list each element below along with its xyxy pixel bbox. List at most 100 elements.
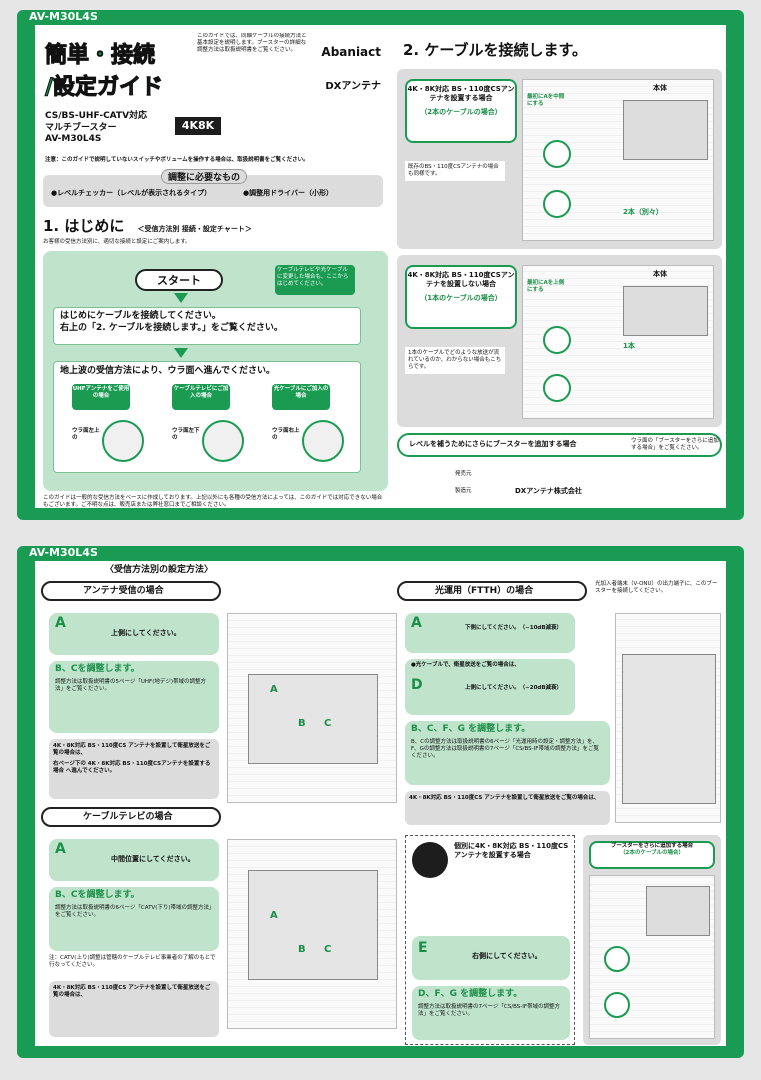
product-name-block: CS/BS-UHF-CATV対応 マルチブースター AV-M30L4S: [45, 111, 245, 161]
catv-switch-diagram: A B C: [227, 839, 397, 1029]
option-catv: ケーブルテレビにご加入の場合: [172, 384, 230, 410]
model-tag: AV-M30L4S: [29, 546, 98, 559]
model-tag: AV-M30L4S: [29, 10, 98, 23]
letter-d: D: [411, 677, 423, 693]
catv-step-a: A 中間位置にしてください。: [49, 839, 219, 881]
letter-a: A: [55, 615, 66, 631]
flowchart-panel: スタート ケーブルテレビや光ケーブルに変更した場合も、ここからはじめてください。…: [43, 251, 388, 491]
ftth-bcfg-title: B、C、F、G を調整します。: [411, 724, 531, 734]
diagram-letter-c: C: [324, 944, 332, 955]
first-a-middle-note: 最初にAを中間にする: [527, 94, 565, 108]
antenna-bc-title: B、Cを調整します。: [55, 664, 140, 674]
guide-back-page: AV-M30L4S 〈受信方法別の設定方法〉 アンテナ受信の場合 A 上側にして…: [17, 546, 744, 1058]
product-line-1: CS/BS-UHF-CATV対応: [45, 111, 148, 121]
brand-block: Abaniact DXアンテナ: [307, 45, 381, 95]
ftth-a-text: 下側にしてください。（−10dB減衰）: [465, 625, 563, 631]
start-label: スタート: [135, 269, 223, 291]
antenna-step-a: A 上側にしてください。: [49, 613, 219, 655]
required-tools-panel: 調整に必要なもの ●レベルチェッカー（レベルが表示されるタイプ） ●調整用ドライ…: [43, 169, 383, 207]
separate-dfg-note: 調整方法は取扱説明書の7ページ「CS/BS-IF帯域の調整方法」をご覧ください。: [418, 1003, 561, 1017]
first-a-upper-note: 最初にAを上側にする: [527, 280, 565, 294]
antenna-bc-note: 調整方法は取扱説明書の5ページ「UHF(地デジ)帯域の調整方法」をご覧ください。: [55, 678, 207, 692]
product-line-2: マルチブースター: [45, 122, 117, 133]
diagram-letter-a: A: [270, 910, 278, 921]
separate-e-text: 右側にしてください。: [472, 952, 542, 960]
ftth-step-a: A 下側にしてください。（−10dB減衰）: [405, 613, 575, 653]
down-arrow-icon: [174, 293, 188, 303]
back-title: 〈受信方法別の設定方法〉: [105, 565, 214, 575]
step-1-subtext: 右上の「2. ケーブルを接続します。」をご覧ください。: [60, 322, 283, 333]
fiber-icon: [302, 420, 344, 462]
required-tool-2: ●調整用ドライバー（小形）: [243, 189, 333, 197]
diagram-letter-a: A: [270, 684, 278, 695]
booster-unit-image: [248, 674, 378, 764]
main-unit-label: 本体: [653, 84, 667, 92]
antenna-icon: [102, 420, 144, 462]
case-two-cable: 4K・8K対応 BS・110度CSアンテナを設置する場合 （2本のケーブルの場合…: [397, 69, 722, 249]
antenna-section-title: アンテナ受信の場合: [83, 586, 164, 596]
disclaimer: このガイドは一般的な受信方法をベースに作成しております。上記以外にも各種の受信方…: [43, 495, 383, 509]
add-booster-diagram: [589, 875, 715, 1039]
case-one-cable: 4K・8K対応 BS・110度CSアンテナを設置しない場合 （1本のケーブルの場…: [397, 255, 722, 427]
ftth-step-d: ●光ケーブルで、衛星放送をご覧の場合は、 D 上側にしてください。（−20dB減…: [405, 659, 575, 715]
ftth-step-bcfg: B、C、F、G を調整します。 B、Cの調整方法は取扱説明書の6ページ「光運用時…: [405, 721, 610, 785]
booster-unit-image: [646, 886, 710, 936]
case-one-cable-note: 1本のケーブルでどのような放送が流れているのか、わからない場合もこちらです。: [405, 347, 505, 375]
go-back-right-top: ウラ面右上の: [272, 428, 300, 442]
case-one-cable-subtitle: （1本のケーブルの場合）: [420, 293, 502, 302]
case-two-cable-subtitle: （2本のケーブルの場合）: [420, 107, 502, 116]
guide-front-page: AV-M30L4S 簡単・接続 /設定ガイド このガイドでは、同軸ケーブルの接続…: [17, 10, 744, 520]
section-2-title: 2. ケーブルを接続します。: [403, 41, 587, 59]
main-unit-label: 本体: [653, 270, 667, 278]
uhf-antenna-icon: [543, 190, 571, 218]
step-2-text: 地上波の受信方法により、ウラ面へ進んでください。: [60, 366, 276, 376]
separate-step-e: E 右側にしてください。: [412, 936, 570, 980]
catv-a-text: 中間位置にしてください。: [111, 855, 195, 863]
separate-dfg-title: D、F、G を調整します。: [418, 989, 523, 999]
go-back-left-bottom: ウラ面左下の: [172, 428, 200, 442]
antenna-a-text: 上側にしてください。: [111, 629, 181, 637]
maker-label: 製造元: [455, 488, 472, 495]
ftth-section-title: 光運用（FTTH）の場合: [435, 586, 534, 596]
step-2-box: 地上波の受信方法により、ウラ面へ進んでください。 UHFアンテナをご使用の場合 …: [53, 361, 361, 473]
one-cable-label: 1本: [623, 342, 635, 350]
option-uhf: UHFアンテナをご使用の場合: [72, 384, 130, 410]
catv-4k-note: 4K・8K対応 BS・110度CS アンテナを設置して衛星放送をご覧の場合は、: [49, 981, 219, 1037]
catv-bc-title: B、Cを調整します。: [55, 890, 140, 900]
company-info: 発売元 製造元 DXアンテナ株式会社: [455, 471, 715, 511]
section-1-title: 1. はじめに: [43, 217, 125, 235]
antenna-icon: [604, 946, 630, 972]
down-arrow-icon: [174, 348, 188, 358]
catv-4k-text: 4K・8K対応 BS・110度CS アンテナを設置して衛星放送をご覧の場合は、: [53, 985, 211, 999]
product-line-3: AV-M30L4S: [45, 134, 102, 145]
case-two-cable-title: 4K・8K対応 BS・110度CSアンテナを設置する場合: [407, 85, 515, 103]
section-1-header: 1. はじめに ＜受信方法別 接続・設定チャート＞: [43, 215, 388, 235]
add-booster-title: ブースターをさらに追加する場合: [610, 843, 694, 849]
step-1-box: はじめにケーブルを接続してください。 右上の「2. ケーブルを接続します。」をご…: [53, 307, 361, 345]
section-1-subtitle: ＜受信方法別 接続・設定チャート＞: [137, 225, 252, 233]
add-booster-label: レベルを補うためにさらにブースターを追加する場合: [409, 440, 577, 448]
step-1-text: はじめにケーブルを接続してください。: [60, 311, 221, 321]
two-cable-diagram: 最初にAを中間にする 本体 2本（別々）: [522, 79, 714, 241]
antenna-icon: [543, 326, 571, 354]
catv-caution: 注：CATV(上り)調整は管轄のケーブルテレビ事業者の了解のもとで行なってくださ…: [49, 955, 216, 969]
ftth-d-lead: ●光ケーブルで、衛星放送をご覧の場合は、: [411, 662, 520, 668]
ftth-section-header: 光運用（FTTH）の場合: [397, 581, 587, 601]
catv-step-bc: B、Cを調整します。 調整方法は取扱説明書の6ページ「CATV(下り)帯域の調整…: [49, 887, 219, 951]
fiber-icon: [543, 374, 571, 402]
case-one-cable-label: 4K・8K対応 BS・110度CSアンテナを設置しない場合 （1本のケーブルの場…: [405, 265, 517, 329]
diagram-letter-b: B: [298, 944, 306, 955]
antenna-switch-diagram: A B C: [227, 613, 397, 803]
ftth-bcfg-note: B、Cの調整方法は取扱説明書の6ページ「光運用時の設定・調整方法」を、F、Gの調…: [411, 738, 599, 759]
add-booster-note: ウラ面の「ブースターをさらに追加する場合」をご覧ください。: [631, 438, 719, 452]
catv-section-title: ケーブルテレビの場合: [83, 812, 173, 822]
title-line-2: /設定ガイド: [45, 75, 164, 101]
option-ftth: 光ケーブルにご加入の場合: [272, 384, 330, 410]
satellite-antenna-icon: [543, 140, 571, 168]
letter-a: A: [411, 615, 422, 631]
case-one-cable-title: 4K・8K対応 BS・110度CSアンテナを設置しない場合: [407, 271, 515, 289]
required-tools-title: 調整に必要なもの: [161, 169, 248, 184]
case-two-cable-note: 既存のBS・110度CSアンテナの場合も同様です。: [405, 161, 505, 182]
antenna-4k-text: 4K・8K対応 BS・110度CS アンテナを設置して衛星放送をご覧の場合は、: [53, 743, 211, 757]
antenna-section-header: アンテナ受信の場合: [41, 581, 221, 601]
